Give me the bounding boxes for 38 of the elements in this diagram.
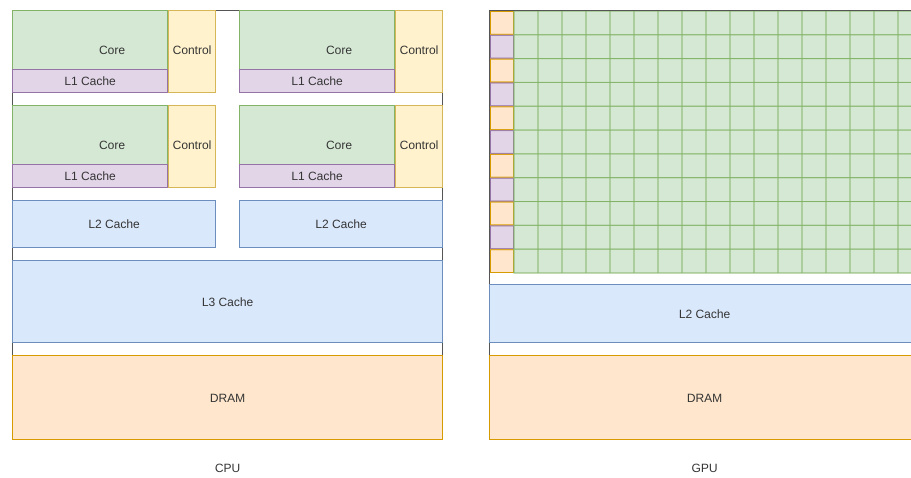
block-label: L1 Cache xyxy=(64,168,116,185)
control-block xyxy=(395,10,443,93)
block-label: DRAM xyxy=(210,390,246,406)
block-label: Control xyxy=(398,42,440,58)
block-label: L2 Cache xyxy=(315,216,367,233)
block-label: Control xyxy=(172,137,212,153)
core-block xyxy=(239,105,395,188)
cache-block xyxy=(12,200,216,248)
core-block xyxy=(12,10,168,93)
l1-cache-block xyxy=(239,164,395,188)
block-label: Core xyxy=(324,42,353,58)
core-block xyxy=(12,105,168,188)
dram-block xyxy=(489,355,911,440)
block-label: L1 Cache xyxy=(291,73,343,90)
block-label: L2 Cache xyxy=(88,216,140,233)
block-label: L1 Cache xyxy=(64,73,116,90)
block-label: Control xyxy=(172,42,212,58)
core-block xyxy=(239,10,395,93)
control-block xyxy=(168,105,216,188)
chip-caption: GPU xyxy=(690,460,718,477)
block-label: Core xyxy=(98,42,126,58)
block-label: L2 Cache xyxy=(678,306,730,322)
l1-cache-block xyxy=(12,164,168,188)
block-label: Control xyxy=(398,137,440,153)
dram-block xyxy=(12,355,443,440)
block-label: L3 Cache xyxy=(202,294,254,310)
block-label: Core xyxy=(324,137,353,153)
l1-cache-block xyxy=(12,69,168,93)
control-block xyxy=(395,105,443,188)
cache-block xyxy=(239,200,443,248)
cache-block xyxy=(489,284,911,343)
chip-caption: CPU xyxy=(214,460,242,477)
block-label: L1 Cache xyxy=(291,168,343,185)
block-label: DRAM xyxy=(686,390,722,406)
control-block xyxy=(168,10,216,93)
l1-cache-block xyxy=(239,69,395,93)
cache-block xyxy=(12,260,443,343)
block-label: Core xyxy=(98,137,126,153)
